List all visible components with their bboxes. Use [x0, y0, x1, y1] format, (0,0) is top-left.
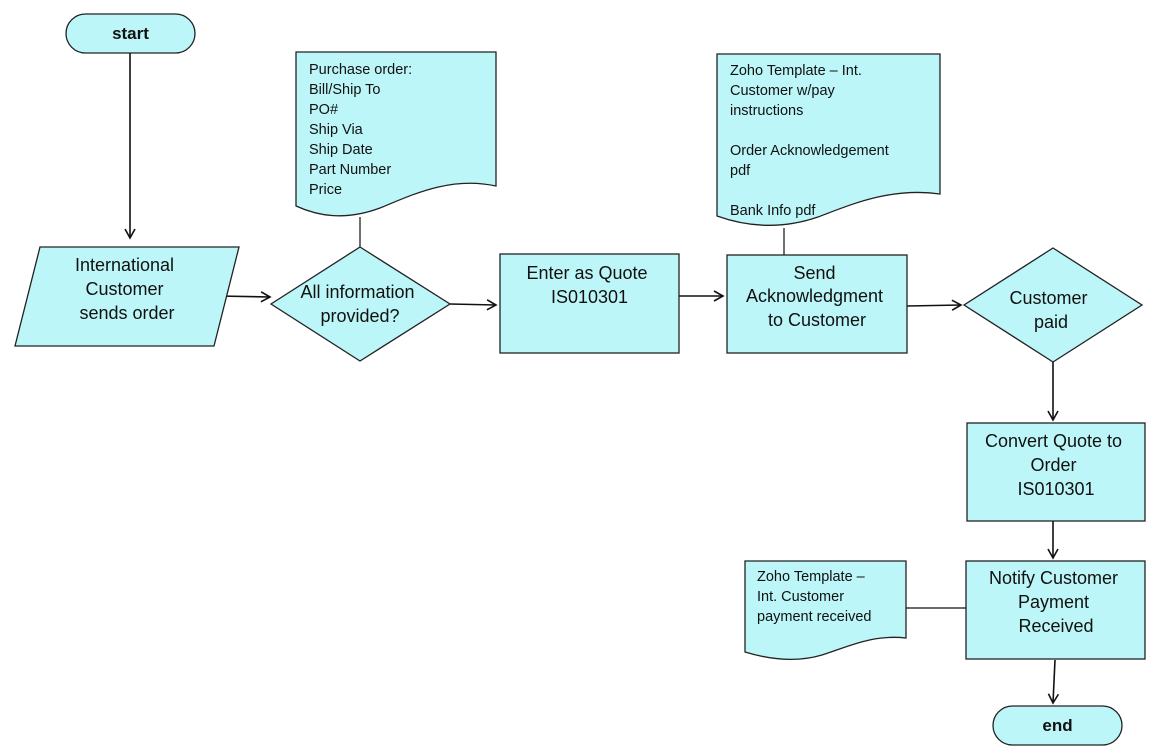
customer-paid-label: Customer paid — [1009, 288, 1092, 332]
zoho-template-payment-received-text: Zoho Template – Int. Customer payment re… — [757, 569, 871, 625]
arrow-info-to-quote — [449, 299, 498, 311]
convert-quote-label: Convert Quote to Order IS010301 — [985, 431, 1127, 499]
purchase-order-document: Purchase order: Bill/Ship To PO# Ship Vi… — [295, 51, 497, 217]
arrow-ack-to-paid — [906, 299, 963, 311]
send-acknowledgment-process: Send Acknowledgment to Customer — [726, 254, 908, 354]
customer-paid-decision: Customer paid — [962, 247, 1144, 363]
notify-customer-process: Notify Customer Payment Received — [965, 560, 1146, 660]
all-info-label: All information provided? — [300, 282, 419, 326]
customer-sends-order-node: International Customer sends order — [14, 246, 240, 347]
enter-quote-label: Enter as Quote IS010301 — [526, 263, 652, 307]
send-acknowledgment-label: Send Acknowledgment to Customer — [746, 263, 888, 330]
arrow-notify-to-end — [1047, 659, 1060, 705]
end-terminator: end — [992, 705, 1123, 746]
all-info-decision: All information provided? — [269, 246, 452, 362]
start-terminator: start — [65, 13, 196, 54]
zoho-template-payment-received-document: Zoho Template – Int. Customer payment re… — [744, 560, 907, 660]
notify-customer-label: Notify Customer Payment Received — [989, 568, 1123, 636]
zoho-template-pay-instructions-document: Zoho Template – Int. Customer w/pay inst… — [716, 53, 941, 226]
customer-sends-order-label: International Customer sends order — [75, 255, 179, 323]
zoho-template-pay-instructions-text: Zoho Template – Int. Customer w/pay inst… — [730, 63, 893, 219]
convert-quote-process: Convert Quote to Order IS010301 — [966, 422, 1146, 522]
end-label: end — [1042, 716, 1072, 735]
purchase-order-text: Purchase order: Bill/Ship To PO# Ship Vi… — [309, 62, 416, 198]
enter-quote-process: Enter as Quote IS010301 — [499, 253, 680, 354]
start-label: start — [112, 24, 149, 43]
